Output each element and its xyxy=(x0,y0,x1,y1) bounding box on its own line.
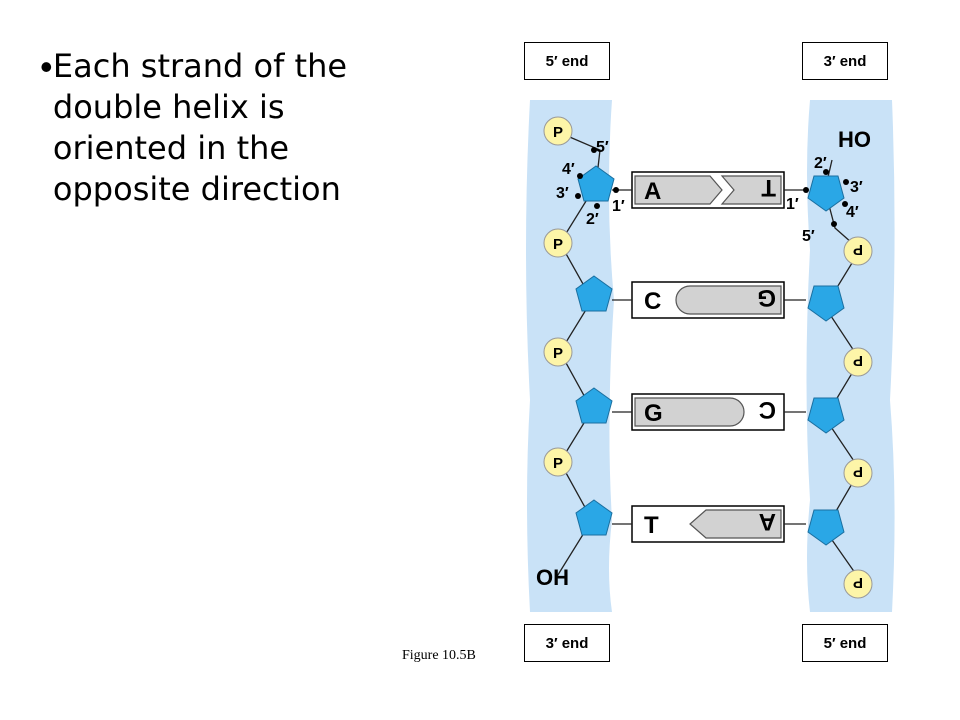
phosphate-right-2: P xyxy=(843,347,873,377)
base-pair-2: C G xyxy=(612,281,806,319)
phosphate-label: P xyxy=(553,345,563,362)
base-letter-left: A xyxy=(644,178,661,205)
sugar-right-4 xyxy=(807,509,845,546)
base-letter-right: A xyxy=(759,508,776,535)
base-letter-right: C xyxy=(759,396,776,423)
phosphate-label: P xyxy=(853,463,863,480)
carbon-dots-left xyxy=(575,147,619,209)
end-label-bottom-left: 3′ end xyxy=(524,624,610,662)
end-label-top-left: 5′ end xyxy=(524,42,610,80)
sugar-right-1 xyxy=(807,175,845,212)
phosphate-label: P xyxy=(553,455,563,472)
phosphate-label: P xyxy=(853,241,863,258)
carbon-label-right-4: 4′ xyxy=(846,204,859,221)
carbon-label-right-5: 5′ xyxy=(802,228,815,245)
carbon-label-left-2: 2′ xyxy=(586,211,599,228)
sugar-left-3 xyxy=(575,387,613,424)
phosphate-left-1: P xyxy=(543,116,573,146)
bullet-glyph: • xyxy=(40,46,53,87)
carbon-label-right-1: 1′ xyxy=(786,196,799,213)
phosphate-label: P xyxy=(553,236,563,253)
carbon-label-left-4: 4′ xyxy=(562,161,575,178)
end-label-top-right: 3′ end xyxy=(802,42,888,80)
phosphate-right-1: P xyxy=(843,236,873,266)
sugar-right-2 xyxy=(807,285,845,322)
carbon-dots-right xyxy=(803,169,849,227)
end-label-bottom-right: 5′ end xyxy=(802,624,888,662)
carbon-label-left-1: 1′ xyxy=(612,198,625,215)
phosphate-label: P xyxy=(553,124,563,141)
base-letter-left: T xyxy=(644,512,659,539)
base-pair-4: T A xyxy=(612,505,806,543)
bullet-text: Each strand of the double helix is orien… xyxy=(52,47,348,208)
base-block-right xyxy=(720,175,782,205)
right-backbone-line xyxy=(824,159,861,581)
phosphate-label: P xyxy=(853,352,863,369)
base-block-left xyxy=(634,397,745,427)
base-letter-left: C xyxy=(644,288,661,315)
carbon-label-left-5: 5′ xyxy=(596,139,609,156)
right-terminal-hydroxyl: HO xyxy=(838,127,871,152)
bullet-point: • Each strand of the double helix is ori… xyxy=(40,46,420,210)
base-pair-1: A T xyxy=(612,171,806,209)
left-terminal-hydroxyl: OH xyxy=(536,565,569,590)
carbon-label-left-3: 3′ xyxy=(556,185,569,202)
phosphate-left-2: P xyxy=(543,228,573,258)
sugar-right-3 xyxy=(807,397,845,434)
phosphate-right-3: P xyxy=(843,458,873,488)
base-block-right xyxy=(675,285,782,315)
carbon-label-right-2: 2′ xyxy=(814,155,827,172)
sugar-left-2 xyxy=(575,275,613,312)
phosphate-right-4: P xyxy=(843,569,873,599)
base-letter-left: G xyxy=(644,400,663,427)
base-block-left xyxy=(634,175,723,205)
base-letter-right: T xyxy=(761,174,776,201)
base-pair-3: G C xyxy=(612,393,806,431)
phosphate-label: P xyxy=(853,574,863,591)
base-letter-right: G xyxy=(757,284,776,311)
carbon-label-right-3: 3′ xyxy=(850,179,863,196)
phosphate-left-3: P xyxy=(543,337,573,367)
figure-caption: Figure 10.5B xyxy=(402,648,476,663)
sugar-left-4 xyxy=(575,499,613,536)
phosphate-left-4: P xyxy=(543,447,573,477)
base-block-right xyxy=(689,509,782,539)
